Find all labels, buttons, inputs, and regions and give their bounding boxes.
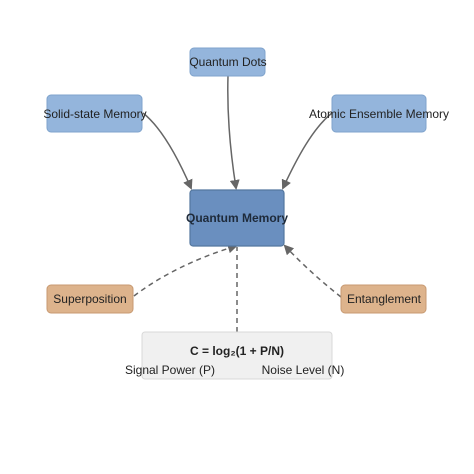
- node-solid-state-memory-box: [46, 94, 143, 133]
- node-quantum-dots[interactable]: Quantum Dots: [189, 47, 267, 77]
- node-quantum-memory-box: [189, 189, 285, 247]
- node-entanglement-box: [340, 284, 427, 314]
- edge-atomic-ensemble-to-quantum-memory: [281, 112, 333, 190]
- edges: [133, 75, 342, 332]
- edge-superposition-to-quantum-memory: [133, 243, 238, 297]
- edge-quantum-dots-to-quantum-memory: [227, 75, 240, 190]
- node-entanglement[interactable]: Entanglement: [340, 284, 427, 314]
- node-solid-state-memory-label: Solid-state Memory: [43, 107, 146, 121]
- formula-box: C = log₂(1 + P/N) Signal Power (P) Noise…: [125, 331, 345, 380]
- node-quantum-dots-label: Quantum Dots: [189, 55, 266, 69]
- node-superposition-box: [46, 284, 134, 314]
- edge-solid-state-to-quantum-memory: [142, 112, 193, 190]
- node-quantum-memory-label: Quantum Memory: [186, 211, 288, 225]
- formula-noise-label: Noise Level (N): [262, 363, 345, 377]
- node-atomic-ensemble-memory[interactable]: Atomic Ensemble Memory: [309, 94, 449, 133]
- node-atomic-ensemble-memory-box: [331, 94, 427, 133]
- formula-equation: C = log₂(1 + P/N): [190, 344, 284, 358]
- node-atomic-ensemble-memory-label: Atomic Ensemble Memory: [309, 107, 449, 121]
- node-solid-state-memory[interactable]: Solid-state Memory: [43, 94, 147, 133]
- node-entanglement-label: Entanglement: [347, 292, 422, 306]
- edge-entanglement-to-quantum-memory: [283, 244, 342, 298]
- formula-box-background: [141, 331, 333, 380]
- node-superposition-label: Superposition: [53, 292, 126, 306]
- node-superposition[interactable]: Superposition: [46, 284, 134, 314]
- node-quantum-dots-box: [189, 47, 266, 77]
- formula-signal-label: Signal Power (P): [125, 363, 215, 377]
- node-quantum-memory[interactable]: Quantum Memory: [186, 189, 288, 247]
